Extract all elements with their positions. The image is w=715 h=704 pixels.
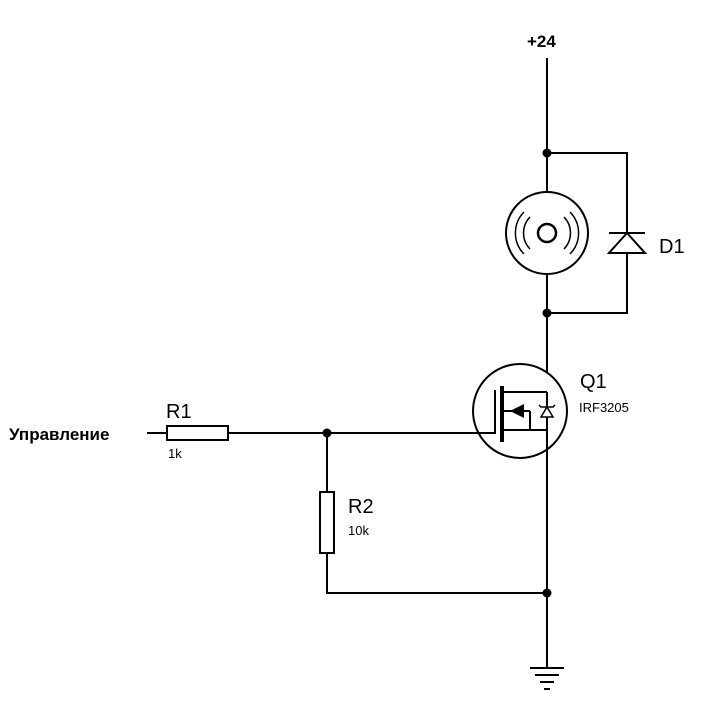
mosfet-symbol: [472, 363, 568, 459]
q1-value-label: IRF3205: [579, 400, 629, 415]
r2-ground-wire: [326, 553, 547, 594]
r1-ref-label: R1: [166, 401, 192, 423]
input-label: Управление: [9, 425, 109, 444]
r2-value-label: 10k: [348, 523, 369, 538]
diode-symbol: [606, 231, 648, 254]
r2-ref-label: R2: [348, 496, 374, 518]
r2-resistor: [319, 491, 335, 554]
d1-ref-label: D1: [659, 236, 685, 258]
ground-symbol: [530, 667, 564, 690]
motor-symbol: [505, 191, 589, 275]
junction-motor-bottom: [542, 308, 552, 318]
q1-ref-label: Q1: [580, 371, 607, 393]
r1-resistor: [166, 425, 229, 441]
r1-value-label: 1k: [168, 446, 182, 461]
supply-label: +24: [527, 32, 556, 51]
